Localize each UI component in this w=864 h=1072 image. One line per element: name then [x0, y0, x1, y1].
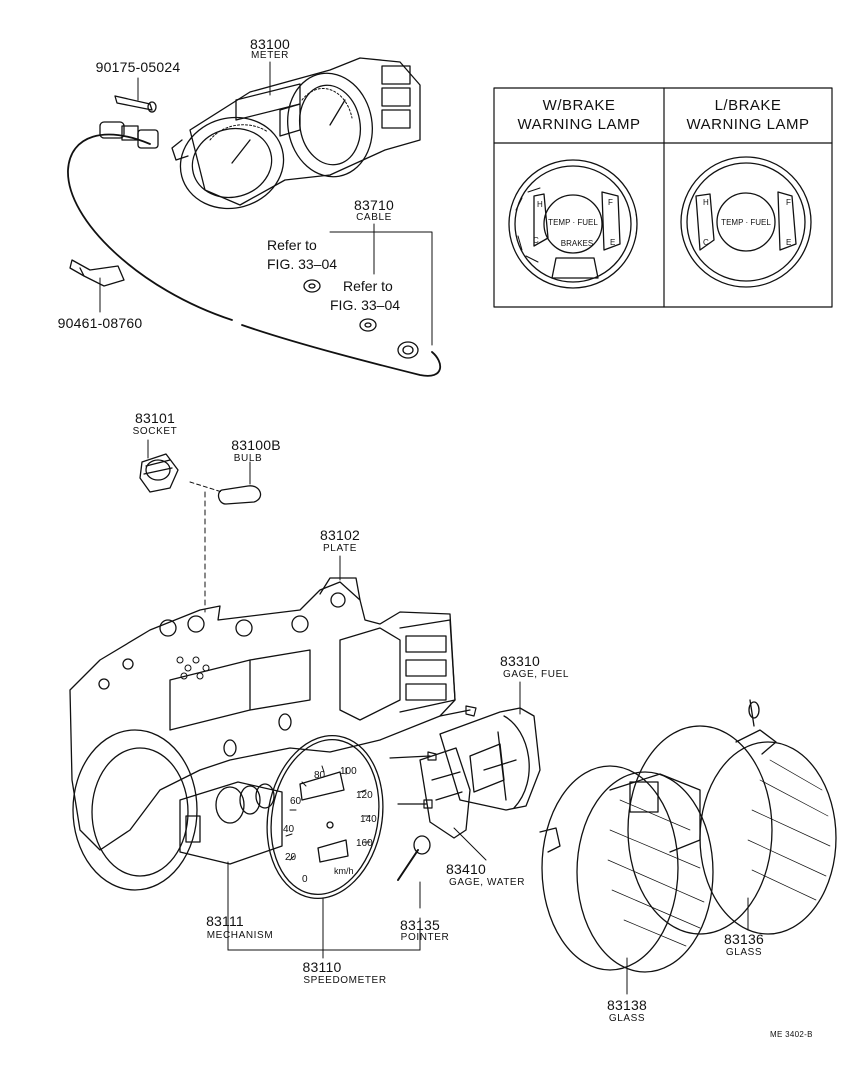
water-gage-part-number: 83410 [446, 861, 486, 877]
water-gage-drawing [419, 747, 471, 839]
brake-lamp-variant-table [493, 87, 833, 308]
glass-83136-drawing [627, 699, 837, 935]
glass-83136-part-name: GLASS [725, 947, 763, 958]
speedometer-part-name: SPEEDOMETER [303, 975, 387, 986]
left-variant-header: W/BRAKE WARNING LAMP [494, 96, 664, 134]
plate-part-name: PLATE [323, 543, 357, 554]
speedo-tick-80: 80 [314, 770, 326, 781]
mechanism-drawing [179, 781, 283, 865]
washer-drawing [303, 279, 377, 332]
clamp-drawing [69, 259, 125, 287]
speedo-tick-20: 20 [285, 852, 297, 863]
right-dial-f: F [786, 198, 791, 207]
clamp-part-number: 90461-08760 [57, 315, 143, 331]
refer-note-2-line1: Refer to [343, 278, 393, 294]
refer-note-1: Refer to FIG. 33–04 [267, 237, 337, 272]
right-dial-h: H [703, 198, 709, 207]
right-dial-e: E [786, 238, 792, 247]
left-variant-header-line1: W/BRAKE [542, 97, 616, 114]
cable-part-number: 83710 [354, 197, 394, 213]
right-gauge-dial [680, 156, 812, 288]
left-dial-center-label: TEMP · FUEL [548, 218, 598, 227]
left-dial-h: H [537, 200, 543, 209]
bulb-part-name: BULB [233, 453, 263, 464]
fuel-gage-part-number: 83310 [500, 653, 540, 669]
speedo-tick-120: 120 [356, 790, 373, 801]
socket-part-number: 83101 [135, 410, 175, 426]
glass-83138-part-name: GLASS [608, 1013, 646, 1024]
right-variant-header: L/BRAKE WARNING LAMP [664, 96, 832, 134]
cable-drawing [67, 121, 441, 377]
bulb-drawing [217, 485, 262, 505]
bulb-part-number: 83100B [231, 437, 281, 453]
socket-part-name: SOCKET [132, 426, 178, 437]
speedo-tick-0: 0 [302, 874, 308, 885]
speedo-tick-140: 140 [360, 814, 377, 825]
mechanism-part-name: MECHANISM [206, 930, 274, 941]
speedo-unit: km/h [334, 866, 354, 876]
glass-83138-drawing [539, 765, 714, 973]
left-gauge-dial [508, 159, 638, 289]
mechanism-part-number: 83111 [206, 913, 244, 929]
left-variant-header-line2: WARNING LAMP [517, 116, 641, 133]
left-dial-e: E [610, 238, 616, 247]
speedo-tick-40: 40 [283, 824, 295, 835]
water-gage-part-name: GAGE, WATER [448, 877, 526, 888]
plate-part-number: 83102 [320, 527, 360, 543]
glass-83138-part-number: 83138 [607, 997, 647, 1013]
socket-drawing [139, 453, 179, 493]
fuel-gage-drawing [439, 707, 541, 811]
fuel-gage-part-name: GAGE, FUEL [502, 669, 570, 680]
speedo-tick-160: 160 [356, 838, 373, 849]
refer-note-1-line2: FIG. 33–04 [267, 256, 338, 272]
left-dial-c: C [533, 236, 539, 245]
right-variant-header-line2: WARNING LAMP [686, 116, 810, 133]
pointer-part-number: 83135 [400, 917, 440, 933]
right-variant-header-line1: L/BRAKE [714, 97, 782, 114]
speedometer-part-number: 83110 [302, 959, 342, 975]
right-dial-center-label: TEMP · FUEL [721, 218, 771, 227]
mounting-screws-drawing [389, 705, 477, 809]
speedo-tick-60: 60 [290, 796, 302, 807]
meter-assembly-drawing [171, 57, 421, 210]
plate-drawing [69, 577, 456, 891]
speedo-tick-100: 100 [340, 766, 357, 777]
document-id: ME 3402-B [770, 1030, 813, 1039]
screw-drawing [114, 95, 157, 113]
right-dial-c: C [703, 238, 709, 247]
speedometer-dial-drawing [266, 734, 384, 900]
refer-note-1-line1: Refer to [267, 237, 317, 253]
screw-part-number: 90175-05024 [95, 59, 181, 75]
meter-part-name: METER [251, 50, 289, 61]
left-dial-lamp-label: BRAKES [560, 239, 594, 248]
refer-note-2: Refer to FIG. 33–04 [330, 278, 400, 313]
cable-part-name: CABLE [356, 212, 392, 223]
meter-part-number: 83100 [250, 36, 290, 52]
refer-note-2-line2: FIG. 33–04 [330, 297, 401, 313]
pointer-part-name: POINTER [400, 932, 450, 943]
glass-83136-part-number: 83136 [724, 931, 764, 947]
pointer-drawing [397, 835, 431, 881]
left-dial-f: F [608, 198, 613, 207]
